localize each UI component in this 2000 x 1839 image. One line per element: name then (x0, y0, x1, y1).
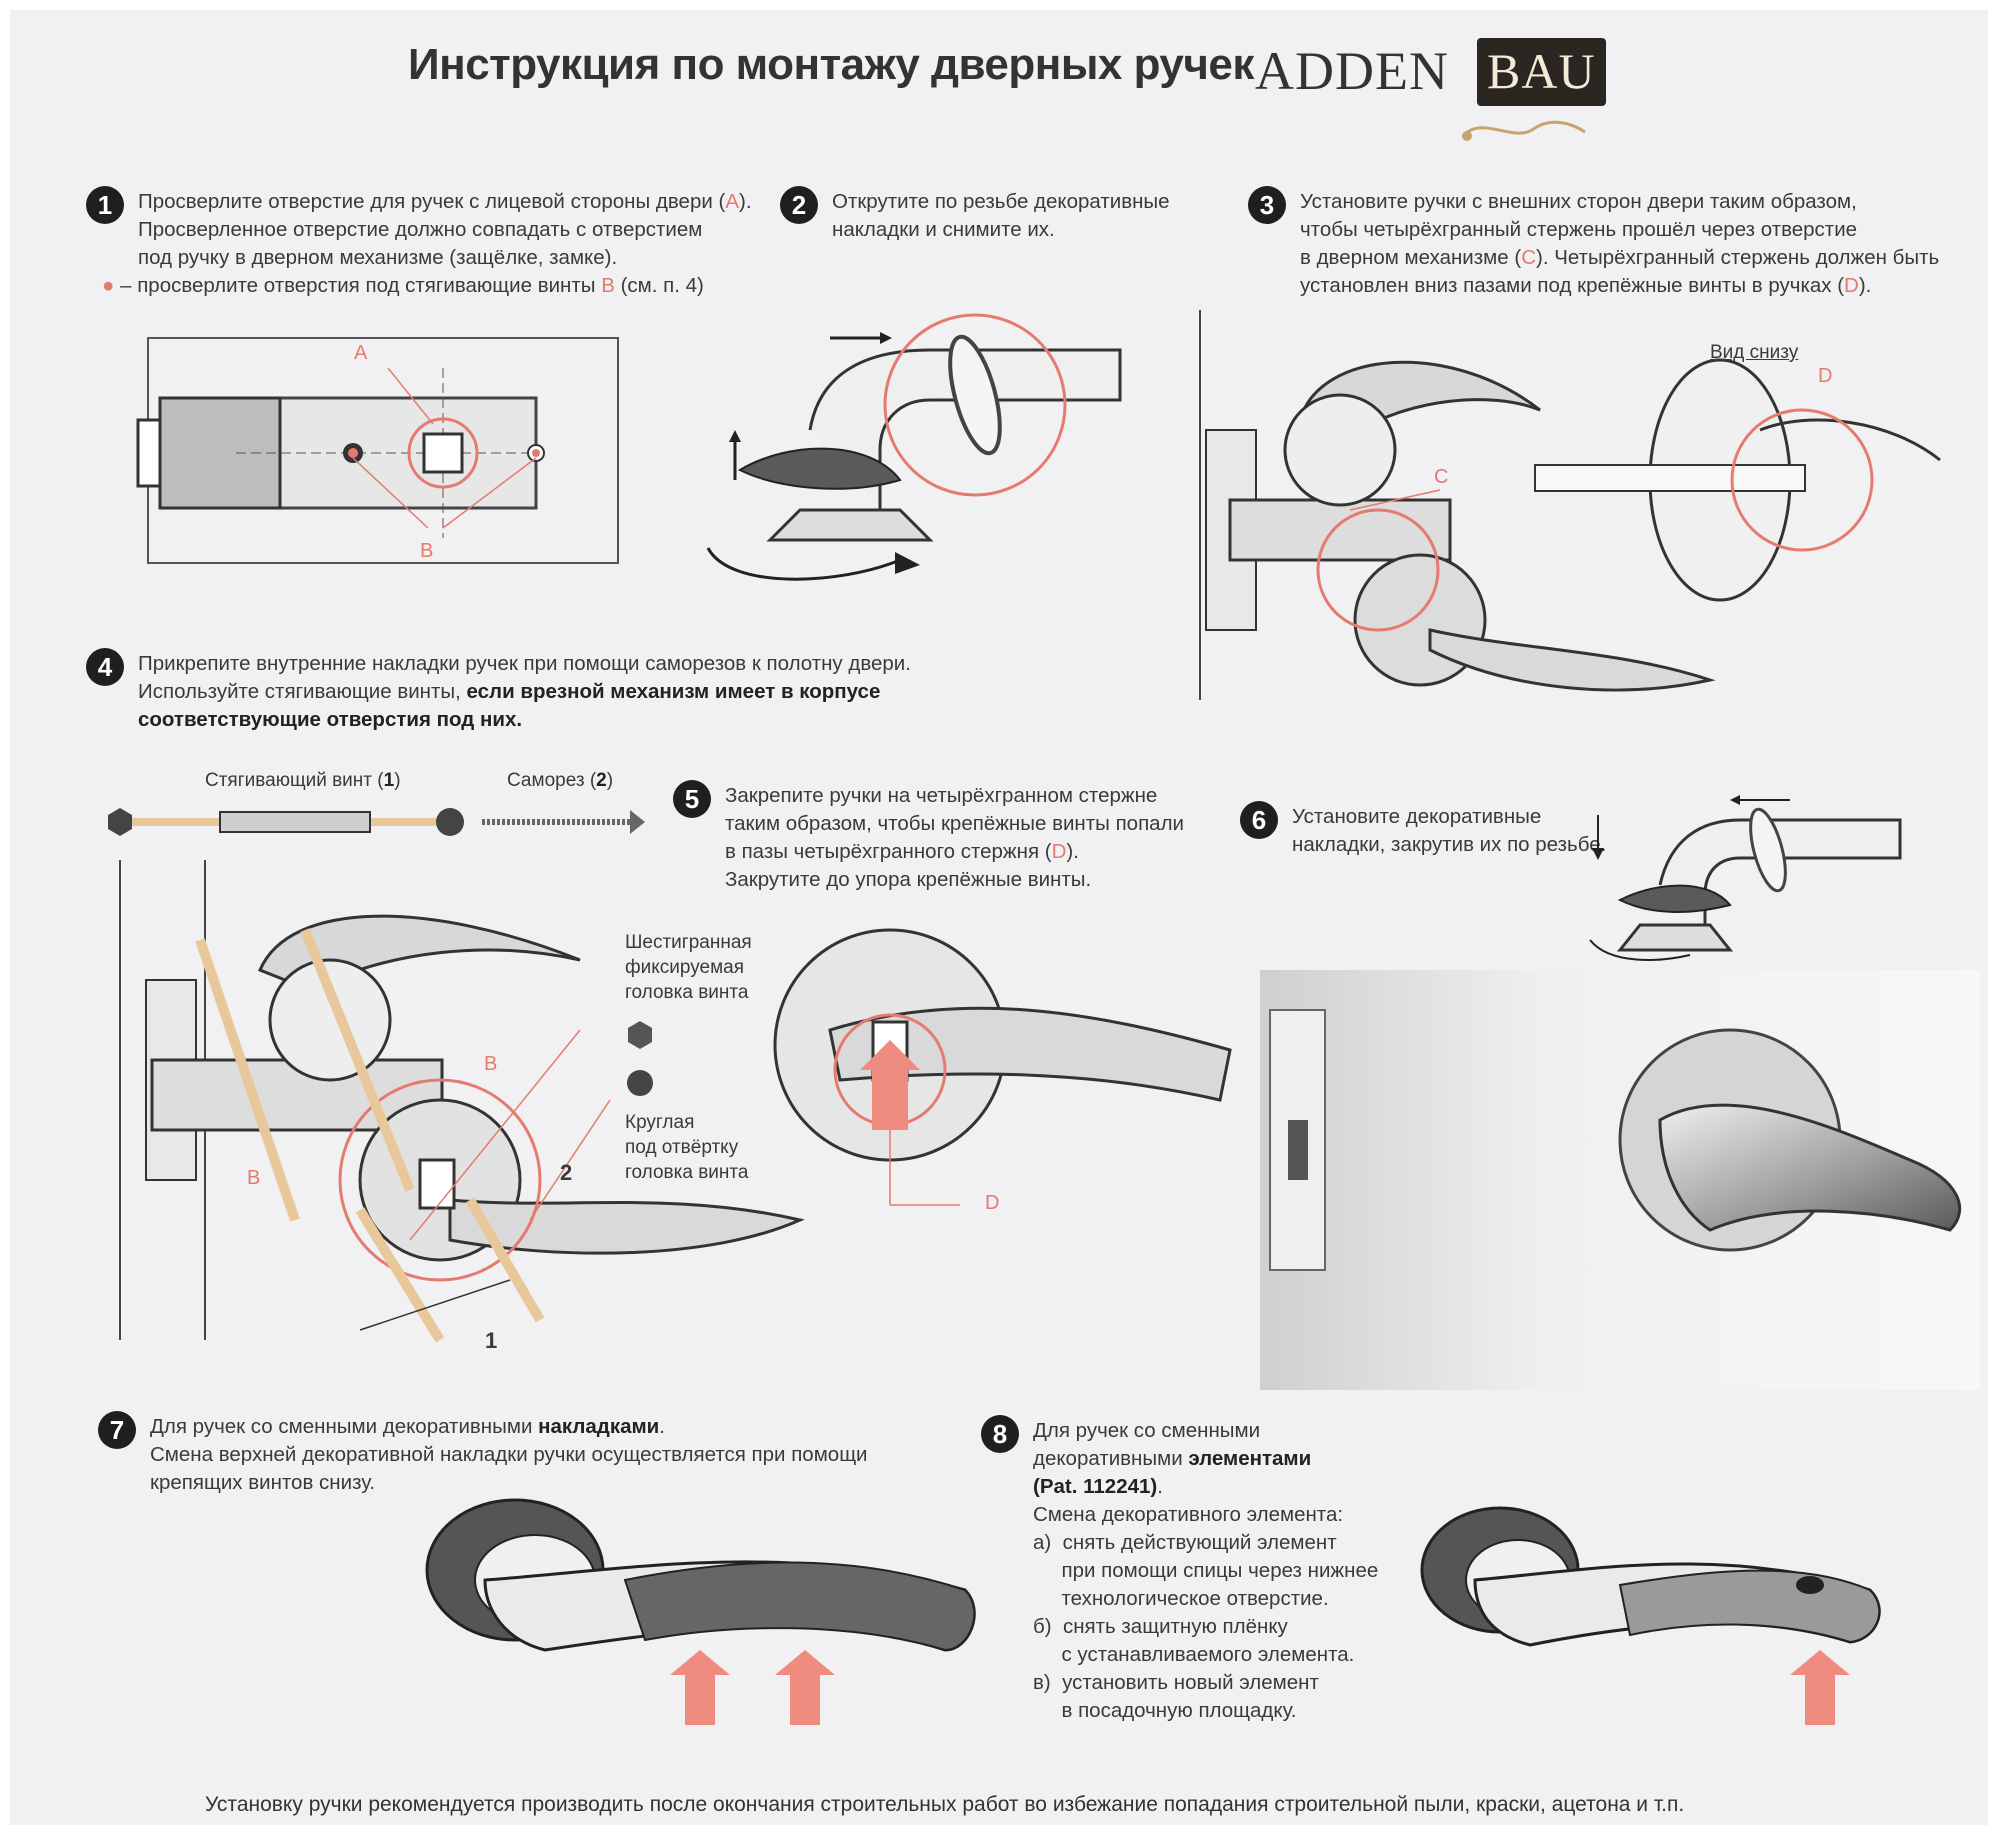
step-8-number: 8 (981, 1415, 1019, 1453)
label-a: A (354, 342, 368, 364)
latch-drawing (136, 337, 619, 564)
handle-screw-drawing (1589, 795, 1902, 961)
label-round-head: Круглая под отвёртку головка винта (625, 1112, 749, 1183)
step-5: 5 Закрепите ручки на четырёхгранном стер… (673, 780, 1184, 894)
step-7: 7 Для ручек со сменными декоративными на… (98, 1411, 868, 1497)
label-num-1: 1 (485, 1328, 498, 1353)
label-num-2: 2 (560, 1160, 573, 1185)
label-b: B (420, 540, 434, 562)
round-head-icon (627, 1070, 653, 1096)
handles-install-drawing (1199, 310, 1941, 700)
logo-swirl-icon (1462, 120, 1586, 141)
logo-bau: BAU (1477, 38, 1606, 106)
label-view-bottom: Вид снизу (1710, 342, 1799, 363)
hex-head-icon (628, 1021, 652, 1049)
handle-overlay-drawing (425, 1498, 976, 1725)
step-5-number: 5 (673, 780, 711, 818)
step-3-number: 3 (1248, 186, 1286, 224)
step-3: 3 Установите ручки с внешних сторон двер… (1248, 186, 1939, 300)
handle-render-image (1260, 970, 1980, 1390)
handle-element-drawing (1420, 1506, 1881, 1725)
label-tie-screw: Стягивающий винт (1) (205, 770, 401, 791)
label-b-4a: B (484, 1053, 498, 1075)
step-4: 4 Прикрепите внутренние накладки ручек п… (86, 648, 911, 734)
step-6: 6 Установите декоративные накладки, закр… (1240, 801, 1606, 859)
step-2: 2 Открутите по резьбе декоративные накла… (780, 186, 1170, 244)
page-title: Инструкция по монтажу дверных ручек (408, 40, 1254, 89)
step-8: 8 Для ручек со сменными декоративными эл… (981, 1415, 1378, 1725)
label-hex-head: Шестигранная фиксируемая головка винта (625, 932, 752, 1003)
screws-drawing (108, 808, 645, 836)
step-4-number: 4 (86, 648, 124, 686)
handle-unscrew-drawing (706, 313, 1122, 581)
label-b-4b: B (247, 1167, 261, 1189)
brand-logo: ADDEN BAU (1255, 34, 1615, 144)
step-1: 1 Просверлите отверстие для ручек с лице… (86, 186, 752, 300)
label-d-5: D (985, 1192, 1000, 1214)
label-self-tap: Саморез (2) (507, 770, 614, 791)
footer-note: Установку ручки рекомендуется производит… (205, 1793, 1685, 1816)
step-2-number: 2 (780, 186, 818, 224)
step-7-number: 7 (98, 1411, 136, 1449)
step-1-number: 1 (86, 186, 124, 224)
step-6-number: 6 (1240, 801, 1278, 839)
logo-adden: ADDEN (1255, 41, 1449, 101)
instruction-sheet: Инструкция по монтажу дверных ручек ADDE… (10, 10, 1988, 1825)
label-d-3: D (1818, 365, 1833, 387)
handle-rosette-drawing (773, 928, 1232, 1206)
label-c: C (1434, 466, 1449, 488)
handle-fixing-drawing (119, 860, 805, 1343)
